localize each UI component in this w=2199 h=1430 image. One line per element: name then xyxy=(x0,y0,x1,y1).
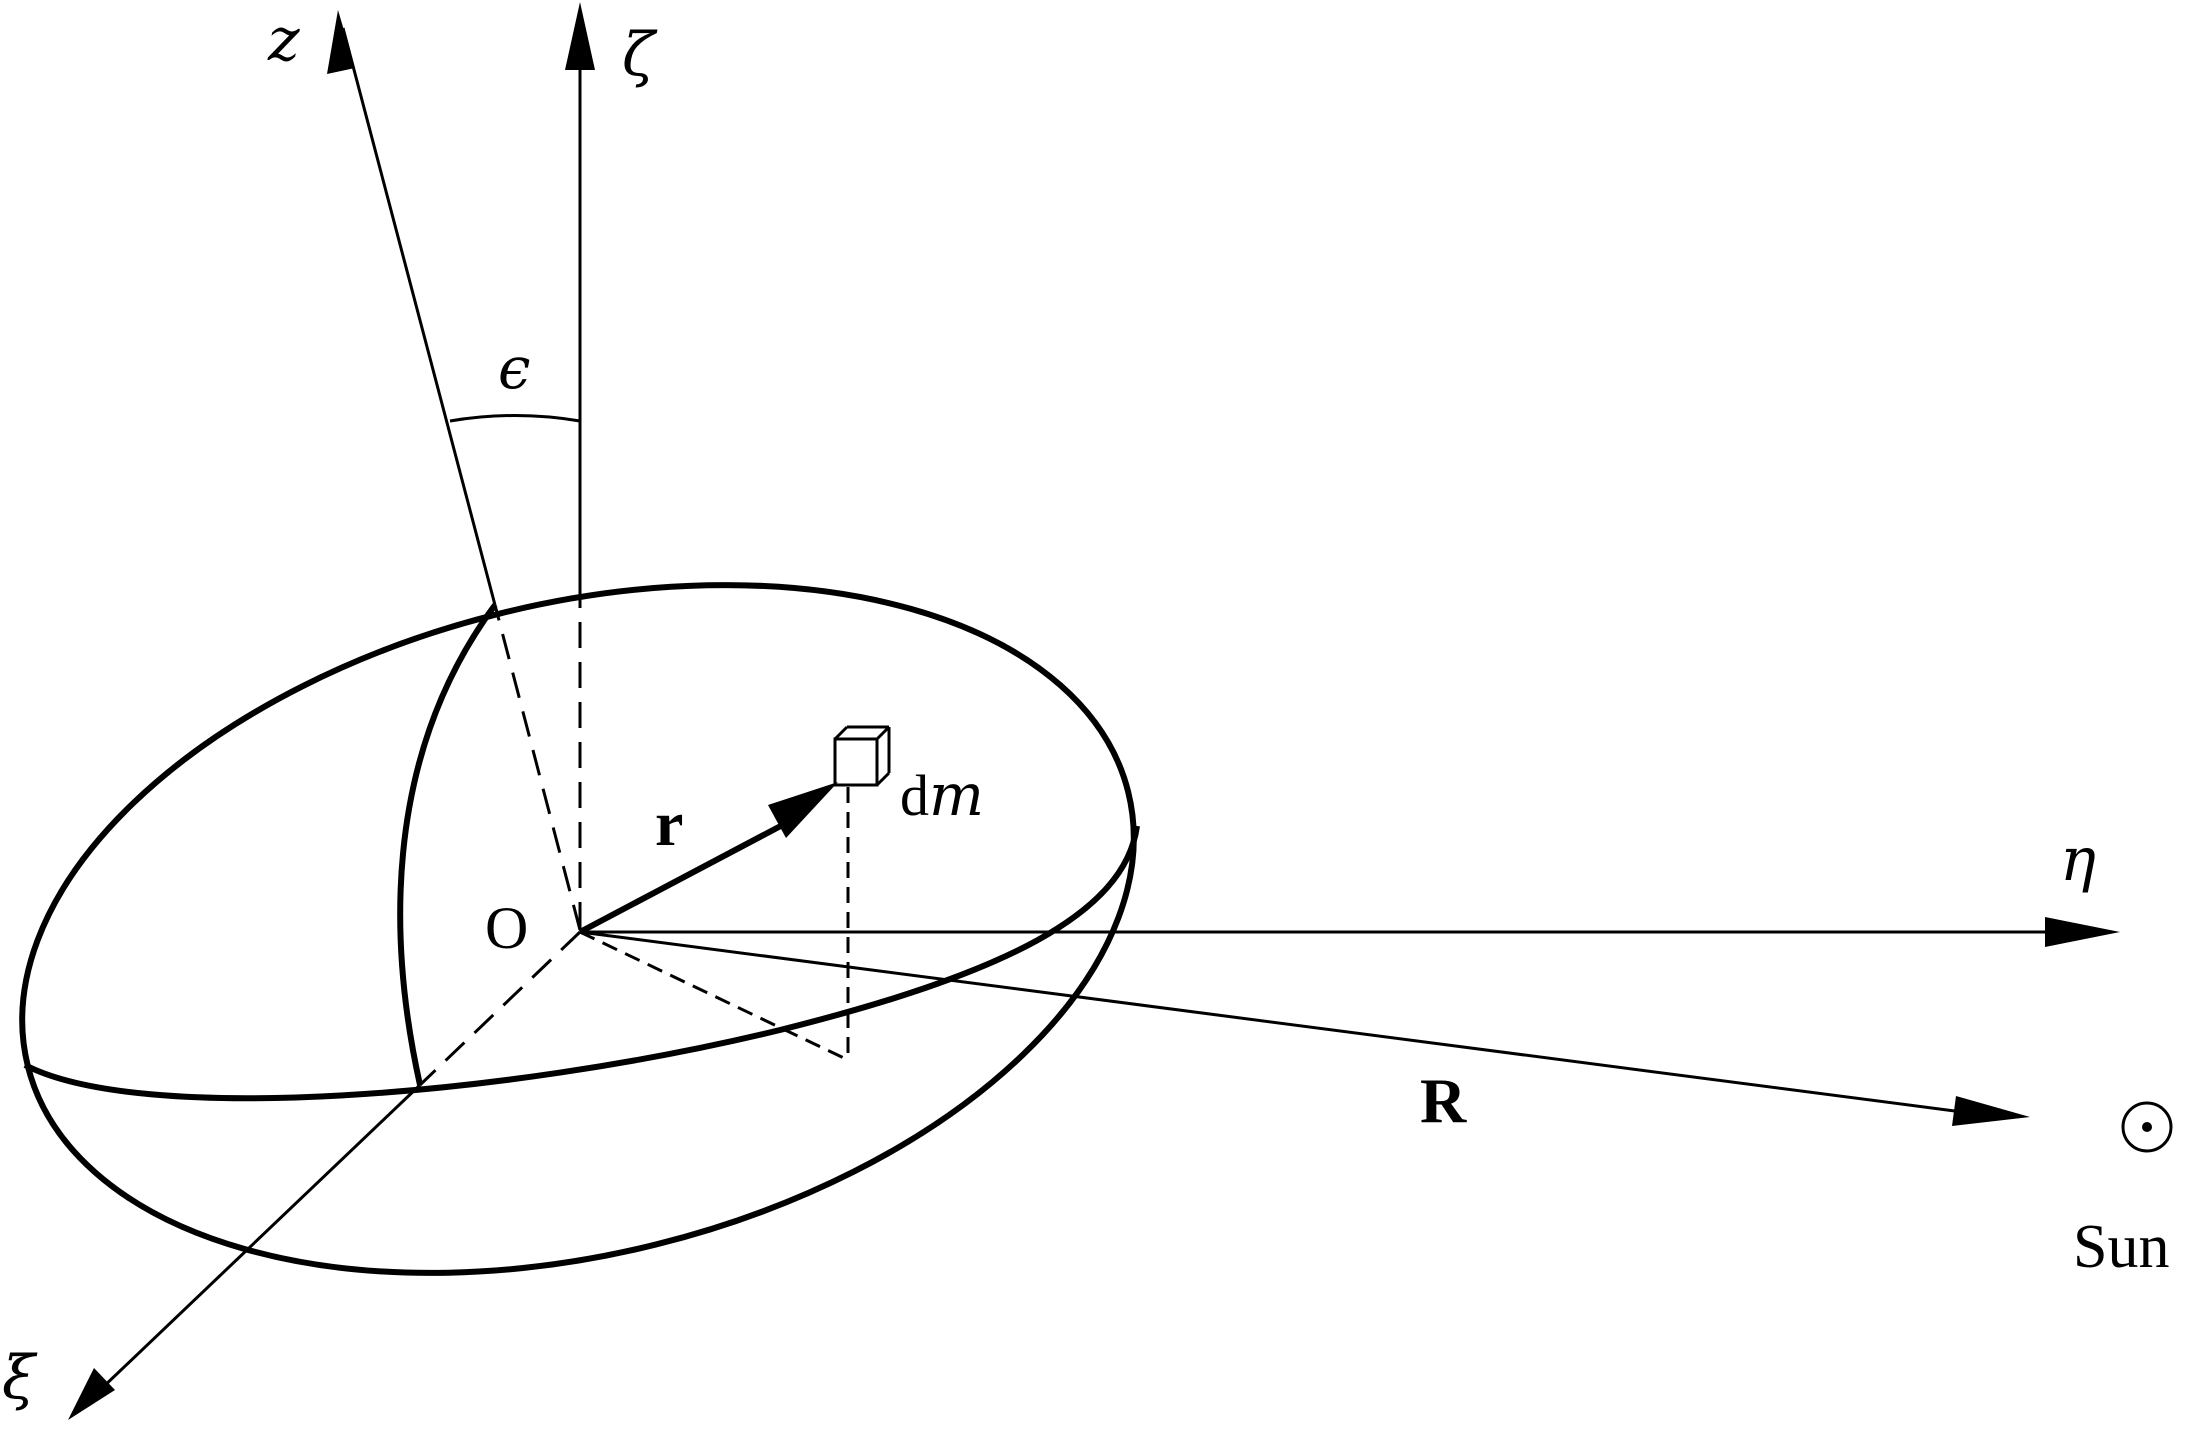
z-axis-label: z xyxy=(267,5,300,75)
mass-element-cube xyxy=(833,725,891,787)
sun-vector-arrowhead xyxy=(1952,1096,2030,1126)
mass-element-prefix: d xyxy=(900,763,929,828)
eta-axis-label: η xyxy=(2060,825,2096,895)
position-vector-arrowhead xyxy=(768,782,838,838)
sun-icon xyxy=(2121,1101,2173,1153)
z-axis-solid xyxy=(341,27,497,606)
obliquity-arc xyxy=(449,414,581,423)
mass-element-var: m xyxy=(929,761,984,829)
zeta-axis-label: ζ xyxy=(622,20,658,90)
mass-element-label: dm xyxy=(900,761,984,829)
equator-arc xyxy=(23,825,1140,1102)
z-axis-hidden xyxy=(493,604,582,931)
xi-axis-solid xyxy=(98,1083,422,1392)
xi-axis-arrowhead xyxy=(68,1368,115,1420)
position-vector-r xyxy=(578,817,794,935)
sun-label: Sun xyxy=(2073,1213,2169,1281)
eta-axis-arrowhead xyxy=(2045,917,2120,947)
sun-vector-R xyxy=(579,930,1971,1115)
position-vector-label: r xyxy=(655,788,683,859)
ellipsoid-outline xyxy=(19,582,1137,1276)
meridian-arc xyxy=(397,603,498,1086)
zeta-axis-arrowhead xyxy=(565,2,595,70)
z-axis-arrowhead xyxy=(327,10,355,74)
sun-vector-label: R xyxy=(1420,1065,1467,1136)
xi-axis-hidden xyxy=(418,930,582,1087)
origin-label: O xyxy=(485,895,528,961)
xi-axis-label: ξ xyxy=(2,1343,38,1413)
obliquity-label: ϵ xyxy=(498,334,530,402)
projection-base xyxy=(579,930,849,1062)
